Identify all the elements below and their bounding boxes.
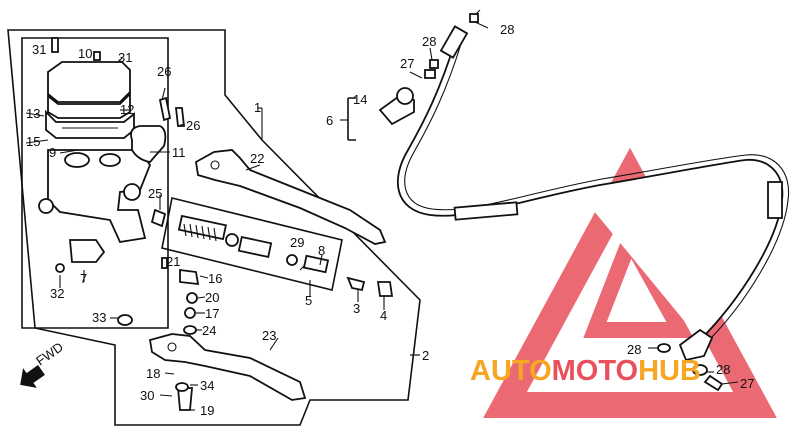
label-8: 8 <box>318 243 325 258</box>
label-14: 14 <box>353 92 367 107</box>
inner-outline-master <box>21 37 169 329</box>
label-33: 33 <box>92 310 106 325</box>
label-26a: 26 <box>157 64 171 79</box>
lever-22 <box>195 149 387 245</box>
label-25: 25 <box>148 186 162 201</box>
label-7: 7 <box>80 271 87 286</box>
clamp <box>130 125 167 163</box>
label-29: 29 <box>290 235 304 250</box>
label-30: 30 <box>140 388 154 403</box>
label-20: 20 <box>205 290 219 305</box>
piston-set-box <box>161 197 343 291</box>
part-labels: 1 2 3 4 5 6 7 8 9 10 11 12 13 14 15 16 1… <box>26 22 754 418</box>
label-22: 22 <box>250 151 264 166</box>
label-18: 18 <box>146 366 160 381</box>
lever-23 <box>148 333 307 401</box>
label-31b: 31 <box>118 50 132 65</box>
label-23: 23 <box>262 328 276 343</box>
label-32: 32 <box>50 286 64 301</box>
label-28b: 28 <box>422 34 436 49</box>
svg-text:FWD: FWD <box>33 339 66 368</box>
watermark-part2: MOTO <box>552 355 638 387</box>
label-16: 16 <box>208 271 222 286</box>
label-34: 34 <box>200 378 214 393</box>
master-cylinder <box>47 149 152 243</box>
label-2: 2 <box>422 348 429 363</box>
clutch-hose <box>396 41 784 341</box>
label-5: 5 <box>305 293 312 308</box>
watermark-part3: HUB <box>638 355 701 387</box>
reservoir-cap <box>47 61 131 103</box>
watermark-text: AUTOMOTOHUB <box>470 355 701 387</box>
label-9: 9 <box>49 145 56 160</box>
label-3: 3 <box>353 301 360 316</box>
switch <box>69 239 106 263</box>
label-15: 15 <box>26 134 40 149</box>
label-26b: 26 <box>186 118 200 133</box>
group-outline-1 <box>7 29 421 426</box>
label-12: 12 <box>120 102 134 117</box>
label-19: 19 <box>200 403 214 418</box>
label-6: 6 <box>326 113 333 128</box>
fwd-arrow: FWD <box>20 339 66 388</box>
label-27a: 27 <box>400 56 414 71</box>
label-4: 4 <box>380 308 387 323</box>
banjo-bolt <box>378 69 436 126</box>
label-28c: 28 <box>627 342 641 357</box>
label-10: 10 <box>78 46 92 61</box>
label-27b: 27 <box>740 376 754 391</box>
label-21: 21 <box>166 254 180 269</box>
label-24: 24 <box>202 323 216 338</box>
label-13: 13 <box>26 106 40 121</box>
label-11: 11 <box>172 145 186 160</box>
label-28d: 28 <box>716 362 730 377</box>
watermark-part1: AUTO <box>470 355 552 387</box>
label-28a: 28 <box>500 22 514 37</box>
label-31a: 31 <box>32 42 46 57</box>
label-1: 1 <box>254 100 261 115</box>
label-17: 17 <box>205 306 219 321</box>
